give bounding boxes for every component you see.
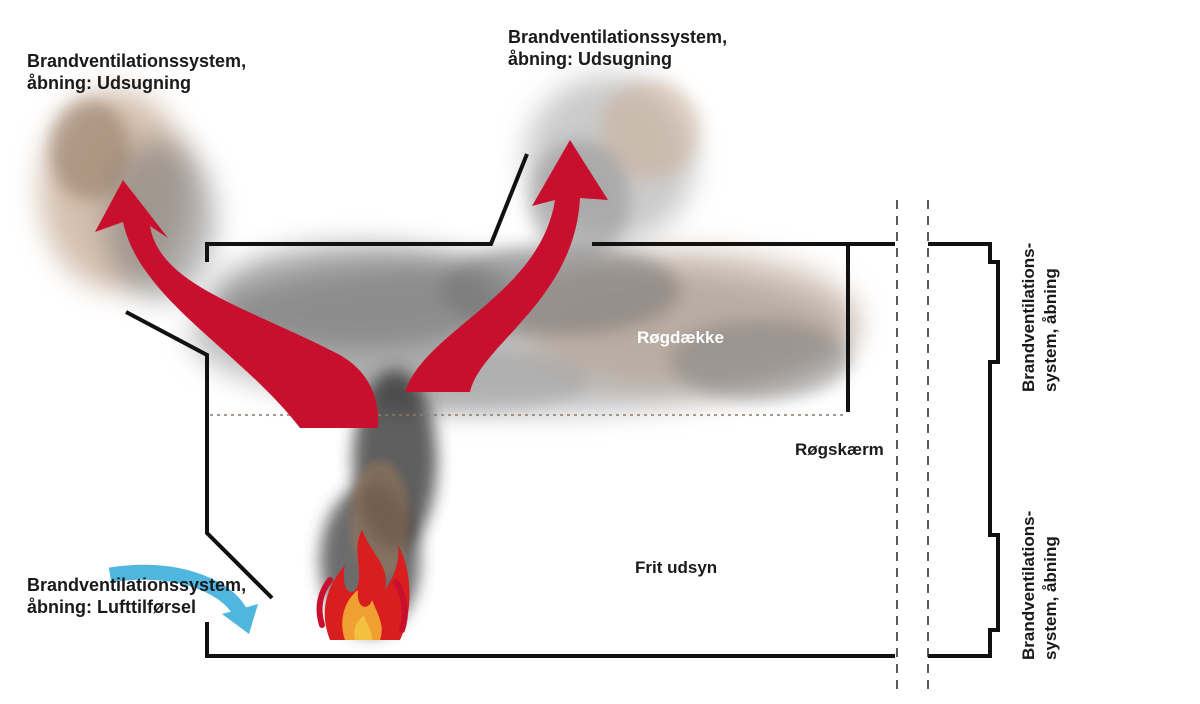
label-inlet-line2: åbning: Lufttilførsel [27,597,196,617]
right-wall [928,242,1000,658]
floor [205,622,895,658]
inlet-arrow [108,564,258,634]
label-vent-right-lower-line2: system, åbning [1041,536,1060,660]
building-outline [125,153,1000,658]
left-wall [125,310,274,600]
label-exhaust-center-line1: Brandventilationssystem, [508,27,728,47]
label-vent-right-upper: Brandventilations- system, åbning [1018,243,1062,392]
label-exhaust-left: Brandventilationssystem, åbning: Udsugni… [27,50,246,94]
flame-icon [316,530,410,640]
label-inlet: Brandventilationssystem, åbning: Lufttil… [27,574,246,618]
label-clear-zone: Frit udsyn [635,558,718,577]
exhaust-arrow-left [95,180,379,428]
label-vent-right-upper-line1: Brandventilations- [1019,242,1038,392]
label-vent-right-lower-line1: Brandventilations- [1019,510,1038,660]
label-exhaust-center-line2: åbning: Udsugning [508,49,672,69]
label-exhaust-left-line1: Brandventilationssystem, [27,51,247,71]
label-vent-right-lower: Brandventilations- system, åbning [1018,511,1062,660]
label-exhaust-center: Brandventilationssystem, åbning: Udsugni… [508,26,727,70]
break-marks [896,200,929,695]
label-vent-right-upper-line2: system, åbning [1041,268,1060,392]
roof-left-wall [205,153,529,262]
label-inlet-line1: Brandventilationssystem, [27,575,247,595]
exhaust-arrow-center [405,140,608,392]
label-smoke-layer: Røgdække [637,328,724,347]
label-exhaust-left-line2: åbning: Udsugning [27,73,191,93]
label-smoke-curtain: Røgskærm [795,440,884,459]
